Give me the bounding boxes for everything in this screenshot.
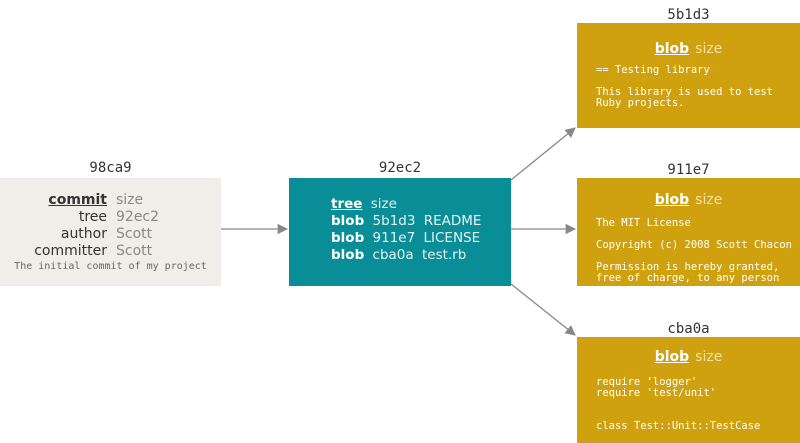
- commit-header-val: size: [116, 192, 144, 208]
- commit-row-key: committer: [34, 243, 107, 259]
- blob-hash: 5b1d3: [667, 7, 710, 23]
- blob-line: Ruby projects.: [596, 97, 685, 109]
- commit-row-author: author Scott: [0, 226, 221, 244]
- blob-header: blob size: [577, 349, 800, 365]
- tree-entry-name: LICENSE: [423, 230, 481, 246]
- blob-object-test-rb: blob size require 'logger'require 'test/u…: [577, 337, 800, 443]
- blob-line: Copyright (c) 2008 Scott Chacon: [596, 239, 792, 251]
- commit-row-committer: committer Scott: [0, 243, 221, 261]
- arrow-tree-to-5b1d3: [510, 127, 576, 181]
- blob-header-key: blob: [654, 192, 690, 208]
- blob-content: The MIT License​Copyright (c) 2008 Scott…: [596, 218, 792, 284]
- tree-entry: blob 911e7 LICENSE: [331, 230, 480, 248]
- blob-line: The MIT License: [596, 217, 691, 229]
- blob-content: == Testing library​This library is used …: [596, 65, 773, 109]
- tree-entry-type: blob: [331, 247, 365, 263]
- blob-line: class Test::Unit::TestCase: [596, 420, 761, 432]
- blob-header: blob size: [577, 192, 800, 208]
- tree-entry-name: test.rb: [421, 247, 467, 263]
- tree-header-row: tree size: [331, 196, 397, 214]
- commit-hash: 98ca9: [89, 160, 132, 176]
- commit-row-key: tree: [78, 209, 107, 225]
- blob-line: ​: [596, 399, 760, 410]
- commit-row-val: Scott: [116, 243, 153, 259]
- blob-header-key: blob: [654, 349, 690, 365]
- tree-entry-sha: cba0a: [372, 247, 414, 263]
- tree-entry-sha: 5b1d3: [372, 213, 416, 229]
- blob-line: require 'test/unit': [596, 387, 717, 399]
- arrow-tree-to-cba0a: [510, 283, 576, 336]
- commit-object: commit size tree 92ec2 author Scott comm…: [0, 178, 221, 286]
- commit-row-val: Scott: [116, 226, 153, 242]
- blob-object-readme: blob size == Testing library​This library…: [577, 23, 800, 128]
- tree-entry: blob 5b1d3 README: [331, 213, 481, 231]
- blob-line: == Testing library: [596, 64, 710, 76]
- tree-entry-type: blob: [331, 213, 365, 229]
- blob-header-size: size: [695, 41, 723, 57]
- blob-line: This library is used to test: [596, 86, 774, 98]
- tree-entry-type: blob: [331, 230, 365, 246]
- tree-entry-name: README: [423, 213, 482, 229]
- blob-header-key: blob: [654, 41, 690, 57]
- blob-line: free of charge, to any person: [596, 272, 780, 284]
- tree-header-key: tree: [331, 196, 363, 212]
- blob-content: require 'logger'require 'test/unit'​​cla…: [596, 377, 760, 432]
- commit-row-val: 92ec2: [116, 209, 160, 225]
- tree-object: tree size blob 5b1d3 README blob 911e7 L…: [289, 178, 511, 286]
- tree-hash: 92ec2: [378, 160, 422, 176]
- blob-header-size: size: [695, 349, 723, 365]
- blob-hash: 911e7: [667, 162, 710, 178]
- blob-line: require 'logger': [596, 376, 698, 388]
- blob-hash: cba0a: [667, 321, 710, 337]
- blob-header: blob size: [577, 41, 800, 57]
- blob-line: Permission is hereby granted,: [596, 261, 780, 273]
- blob-object-license: blob size The MIT License​Copyright (c) 2…: [577, 178, 800, 286]
- blob-header-size: size: [695, 192, 723, 208]
- tree-entry-sha: 911e7: [372, 230, 416, 246]
- commit-row-tree: tree 92ec2: [0, 209, 221, 227]
- commit-row-key: author: [60, 226, 107, 242]
- commit-header-row: commit size: [0, 192, 221, 210]
- tree-entry: blob cba0a test.rb: [331, 247, 466, 265]
- commit-message: The initial commit of my project: [14, 261, 207, 272]
- tree-header-val: size: [370, 196, 397, 212]
- commit-header-key: commit: [48, 192, 107, 208]
